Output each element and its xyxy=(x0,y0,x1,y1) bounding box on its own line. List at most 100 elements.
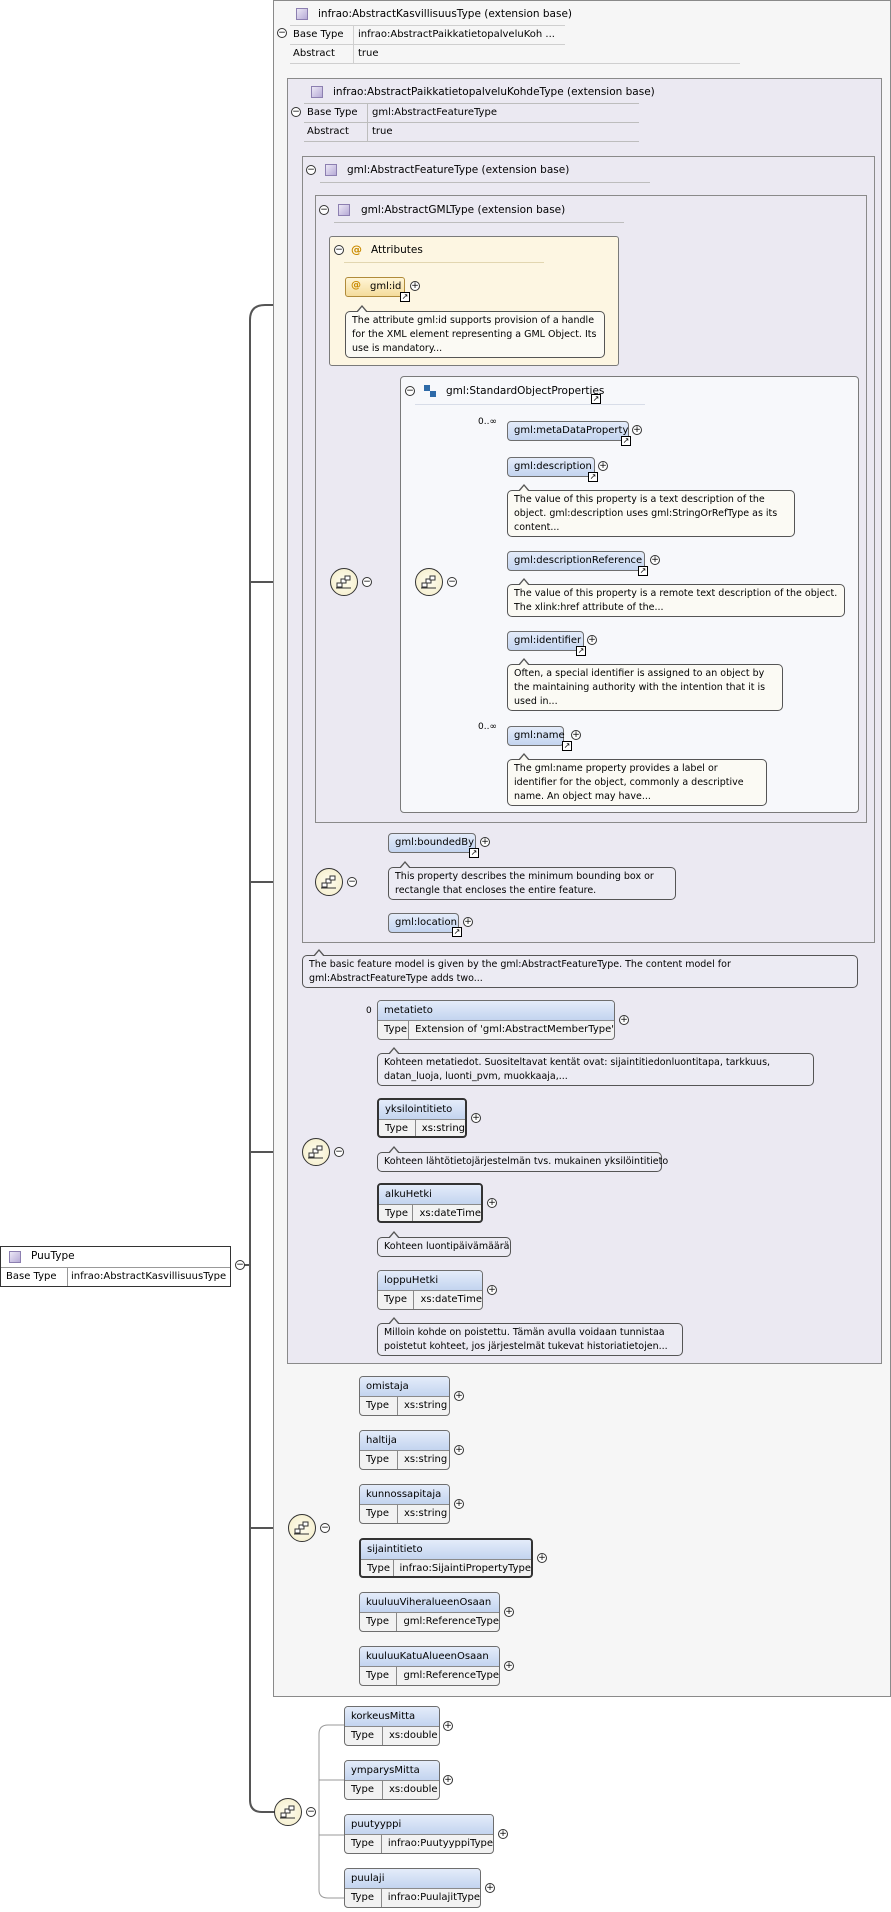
expand-icon[interactable]: + xyxy=(632,425,642,435)
expand-icon[interactable]: + xyxy=(598,461,608,471)
element-label: alkuHetki xyxy=(379,1185,481,1205)
gml-description-note: The value of this property is a text des… xyxy=(507,484,795,537)
gml-id-attribute[interactable]: @ gml:id xyxy=(345,277,405,297)
link-arrow-icon[interactable]: ↗ xyxy=(588,472,598,482)
gml-id-description: The attribute gml:id supports provision … xyxy=(345,305,605,358)
collapse-icon[interactable]: − xyxy=(362,577,372,587)
element-gml-identifier[interactable]: gml:identifier xyxy=(507,631,584,651)
expand-icon[interactable]: + xyxy=(454,1445,464,1455)
collapse-icon[interactable]: − xyxy=(405,386,415,396)
element-label: gml:descriptionReference xyxy=(514,555,643,566)
type-value: infrao:PuulajitType xyxy=(387,1892,480,1903)
element-gml-boundedby[interactable]: gml:boundedBy xyxy=(388,833,476,853)
expand-icon[interactable]: + xyxy=(463,917,473,927)
element-gml-description[interactable]: gml:description xyxy=(507,457,595,477)
expand-icon[interactable]: + xyxy=(504,1661,514,1671)
collapse-icon[interactable]: − xyxy=(306,165,316,175)
sequence-compositor-icon[interactable] xyxy=(302,1138,330,1166)
expand-icon[interactable]: + xyxy=(498,1829,508,1839)
expand-icon[interactable]: + xyxy=(454,1391,464,1401)
element-label: omistaja xyxy=(360,1377,449,1397)
sequence-compositor-icon[interactable] xyxy=(315,868,343,896)
sequence-compositor-icon[interactable] xyxy=(288,1514,316,1542)
element-gml-location[interactable]: gml:location xyxy=(388,913,459,933)
element-gml-name[interactable]: gml:name xyxy=(507,726,565,746)
type-label: Type xyxy=(360,1505,398,1523)
ext2-base-type-value: gml:AbstractFeatureType xyxy=(372,107,497,118)
collapse-icon[interactable]: − xyxy=(277,28,287,38)
collapse-icon[interactable]: − xyxy=(447,577,457,587)
expand-icon[interactable]: + xyxy=(443,1721,453,1731)
sequence-compositor-icon[interactable] xyxy=(330,568,358,596)
type-value: infrao:PuutyyppiType xyxy=(387,1838,493,1849)
collapse-icon[interactable]: − xyxy=(347,877,357,887)
expand-icon[interactable]: + xyxy=(480,837,490,847)
element-gml-metadataproperty[interactable]: gml:metaDataProperty xyxy=(507,421,629,441)
type-label: Type xyxy=(360,1451,398,1469)
expand-icon[interactable]: + xyxy=(537,1553,547,1563)
element-label: kunnossapitaja xyxy=(360,1485,449,1505)
element-label: gml:boundedBy xyxy=(395,837,475,848)
sequence-compositor-icon[interactable] xyxy=(415,568,443,596)
collapse-icon[interactable]: − xyxy=(334,1147,344,1157)
gml-descriptionreference-note: The value of this property is a remote t… xyxy=(507,578,845,617)
collapse-icon[interactable]: − xyxy=(306,1807,316,1817)
collapse-icon[interactable]: − xyxy=(235,1260,245,1270)
expand-icon[interactable]: + xyxy=(471,1113,481,1123)
element-label: gml:metaDataProperty xyxy=(514,425,629,436)
link-arrow-icon[interactable]: ↗ xyxy=(400,292,410,302)
collapse-icon[interactable]: − xyxy=(320,1523,330,1533)
link-arrow-icon[interactable]: ↗ xyxy=(591,394,601,404)
complex-type-icon xyxy=(338,204,350,216)
extension-title-kasvillisuus: infrao:AbstractKasvillisuusType (extensi… xyxy=(318,8,572,20)
element-label: gml:description xyxy=(514,461,592,472)
type-value: xs:string xyxy=(421,1123,465,1134)
expand-icon[interactable]: + xyxy=(485,1883,495,1893)
collapse-icon[interactable]: − xyxy=(291,107,301,117)
expand-icon[interactable]: + xyxy=(487,1285,497,1295)
type-label: Type xyxy=(378,1291,415,1309)
element-label: gml:location xyxy=(395,917,457,928)
root-type-box[interactable]: PuuType Base Type infrao:AbstractKasvill… xyxy=(0,1246,231,1287)
link-arrow-icon[interactable]: ↗ xyxy=(621,436,631,446)
link-arrow-icon[interactable]: ↗ xyxy=(452,927,462,937)
expand-icon[interactable]: + xyxy=(619,1015,629,1025)
ext1-base-type-value: infrao:AbstractPaikkatietopalveluKoh ... xyxy=(358,29,555,40)
expand-icon[interactable]: + xyxy=(650,555,660,565)
expand-icon[interactable]: + xyxy=(571,730,581,740)
expand-icon[interactable]: + xyxy=(587,635,597,645)
collapse-icon[interactable]: − xyxy=(319,205,329,215)
sequence-compositor-icon[interactable] xyxy=(274,1798,302,1826)
link-arrow-icon[interactable]: ↗ xyxy=(576,646,586,656)
type-label: Type xyxy=(379,1205,414,1221)
collapse-icon[interactable]: − xyxy=(334,245,344,255)
attributes-title: Attributes xyxy=(371,244,423,256)
type-label: Type xyxy=(360,1397,398,1415)
expand-icon[interactable]: + xyxy=(504,1607,514,1617)
link-arrow-icon[interactable]: ↗ xyxy=(638,566,648,576)
expand-icon[interactable]: + xyxy=(454,1499,464,1509)
link-arrow-icon[interactable]: ↗ xyxy=(469,848,479,858)
expand-icon[interactable]: + xyxy=(410,281,420,291)
link-arrow-icon[interactable]: ↗ xyxy=(562,741,572,751)
element-gml-descriptionreference[interactable]: gml:descriptionReference xyxy=(507,551,645,571)
expand-icon[interactable]: + xyxy=(443,1775,453,1785)
type-value: xs:string xyxy=(404,1454,448,1465)
expand-icon[interactable]: + xyxy=(487,1198,497,1208)
ext2-base-type-label: Base Type xyxy=(307,107,358,118)
type-value: Extension of 'gml:AbstractMemberType' xyxy=(415,1024,614,1035)
